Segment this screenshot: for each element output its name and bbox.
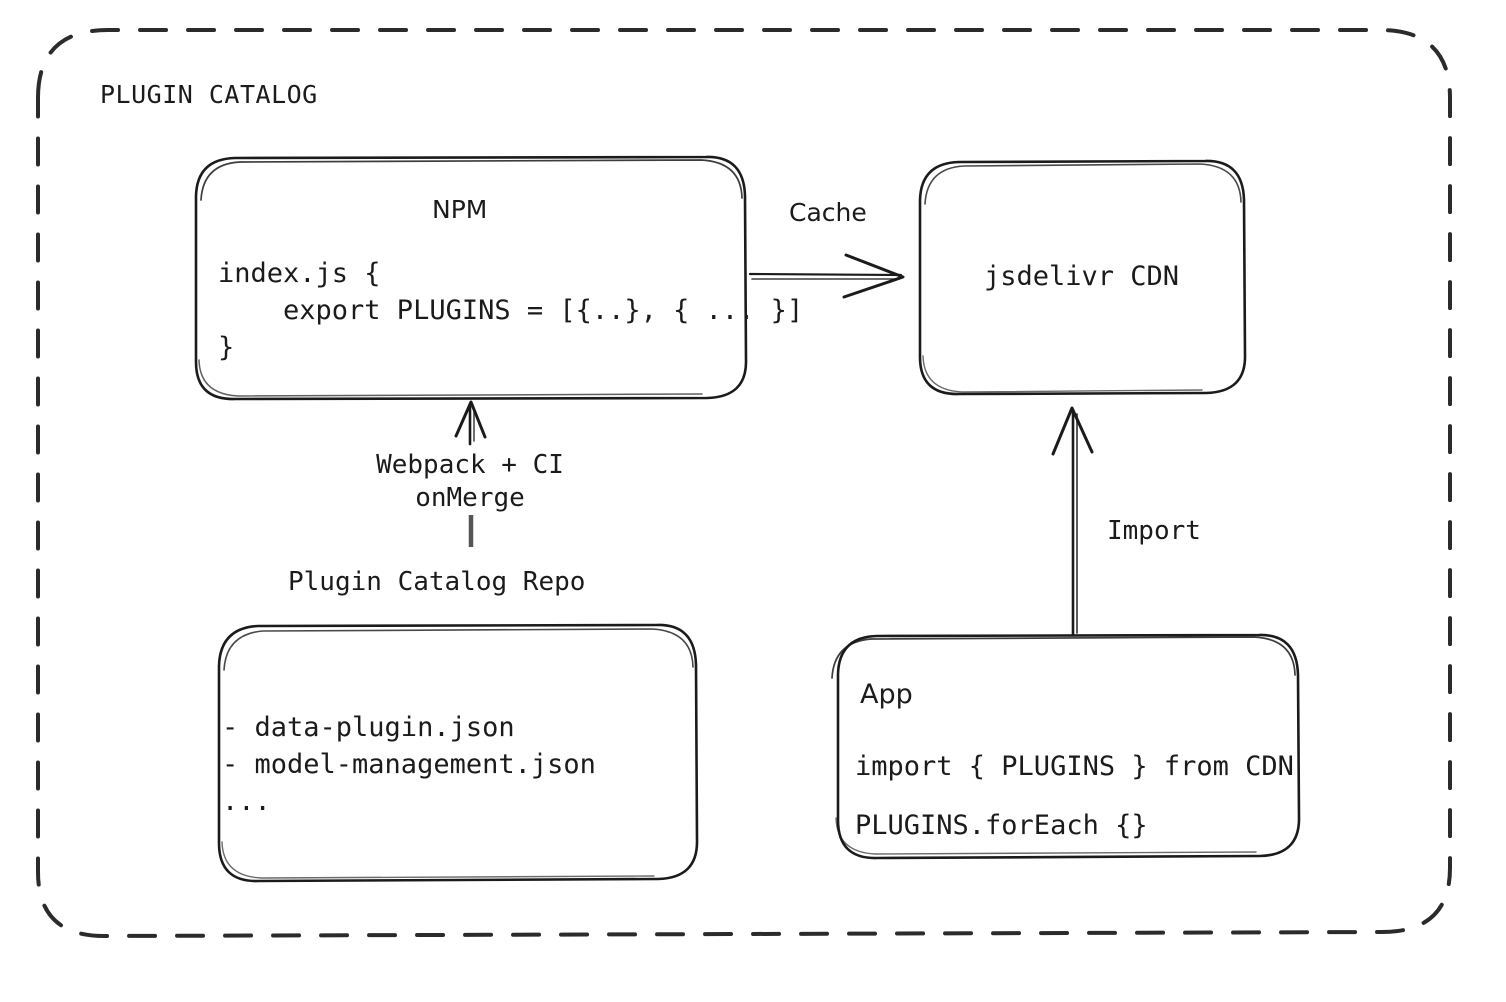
app-foreach-line: PLUGINS.forEach {}	[855, 810, 1148, 841]
app-import-line: import { PLUGINS } from CDN	[855, 751, 1294, 782]
app-node-title: App	[860, 679, 913, 710]
plugin-catalog-title: PLUGIN CATALOG	[100, 80, 318, 109]
npm-node-code: index.js { export PLUGINS = [{..}, { ...…	[218, 258, 804, 363]
cdn-node-title: jsdelivr CDN	[984, 261, 1180, 292]
app-node-code: import { PLUGINS } from CDN PLUGINS.forE…	[855, 737, 1294, 855]
repo-node-title: Plugin Catalog Repo	[288, 567, 586, 597]
edge-label-webpack-ci: Webpack + CI onMerge	[376, 450, 564, 513]
edge-label-cache: Cache	[789, 198, 867, 227]
repo-node-file-list: - data-plugin.json - model-management.js…	[222, 712, 596, 817]
edge-label-import: Import	[1107, 516, 1201, 546]
npm-node-title: NPM	[432, 195, 488, 224]
edge-app-to-cdn	[1051, 406, 1094, 637]
